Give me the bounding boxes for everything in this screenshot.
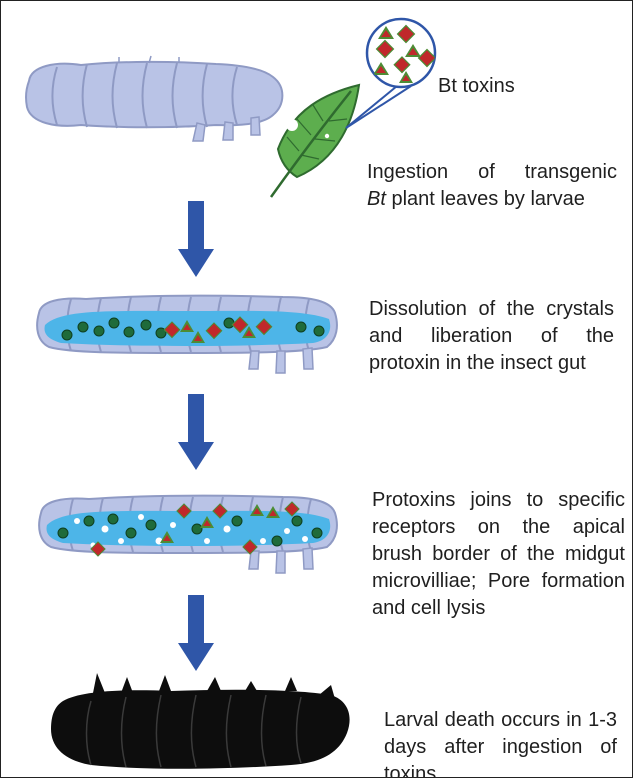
step-2-line-3: protoxin in the insect gut [369, 350, 614, 377]
leaf-icon [271, 85, 359, 197]
step-4-line-3: toxins [384, 761, 617, 778]
step-1-emphasis: Bt [367, 188, 386, 210]
step-4-line-2: days after ingestion of [384, 734, 617, 761]
step-1-line-2: Bt plant leaves by larvae [367, 186, 617, 213]
step-1-line-1: Ingestion of transgenic [367, 159, 617, 186]
flow-arrow-2 [178, 394, 214, 470]
larva-healthy [26, 56, 282, 141]
step-3-line-1: Protoxins joins to specific [372, 487, 625, 514]
step-1-description: Ingestion of transgenic Bt plant leaves … [367, 159, 617, 213]
step-2-line-1: Dissolution of the crystals [369, 296, 614, 323]
bt-toxins-label: Bt toxins [438, 75, 515, 98]
step-4-description: Larval death occurs in 1-3 days after in… [384, 707, 617, 778]
step-3-line-2: receptors on the apical [372, 514, 625, 541]
step-3-line-4: microvilliae; Pore formation [372, 568, 625, 595]
larva-dead [51, 673, 350, 769]
bt-toxin-callout [346, 19, 435, 128]
step-3-line-3: brush border of the midgut [372, 541, 625, 568]
larva-pore-formation [39, 496, 337, 573]
flow-arrow-1 [178, 201, 214, 277]
step-2-line-2: and liberation of the [369, 323, 614, 350]
step-3-line-5: and cell lysis [372, 595, 625, 622]
step-4-line-1: Larval death occurs in 1-3 [384, 707, 617, 734]
step-2-description: Dissolution of the crystals and liberati… [369, 296, 614, 377]
step-3-description: Protoxins joins to specific receptors on… [372, 487, 625, 622]
flow-arrow-3 [178, 595, 214, 671]
larva-gut-dissolution [37, 296, 337, 373]
